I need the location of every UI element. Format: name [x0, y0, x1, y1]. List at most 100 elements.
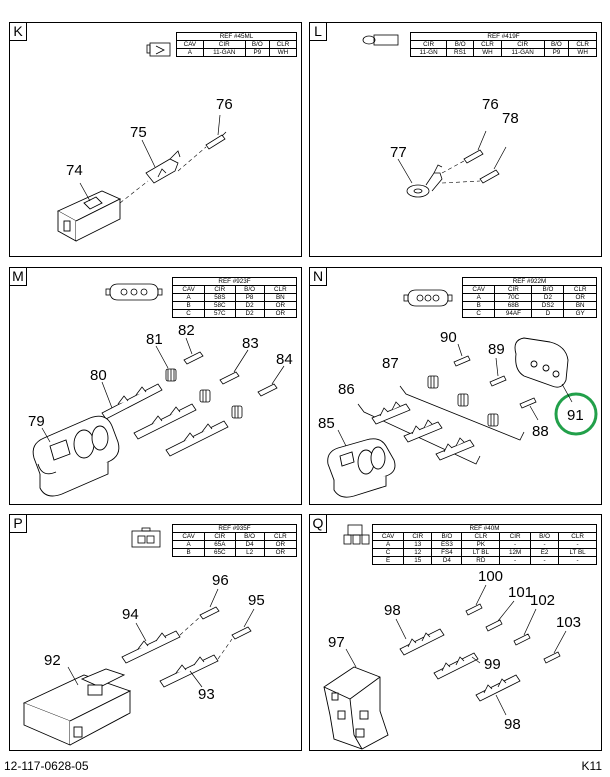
terminal-part — [159, 654, 219, 688]
table-cell: 94AF — [494, 309, 533, 318]
terminal-part — [475, 674, 521, 702]
table-cell: - — [558, 556, 597, 565]
ref-number: REF #40M — [372, 524, 597, 533]
terminal-part — [183, 351, 204, 365]
panel-l: L 76 78 77 REF #419F CIR — [309, 22, 602, 257]
table-cell: D2 — [531, 293, 565, 302]
terminal-part — [121, 630, 181, 664]
callout-label: 96 — [212, 572, 229, 589]
callout-label: 84 — [276, 351, 293, 368]
terminal-part — [463, 149, 484, 164]
wiring-table: REF #922M CAV CIR B/O CLR A 70C D2 OR B … — [461, 277, 597, 318]
table-cell: RS1 — [446, 48, 475, 57]
callout-label: 95 — [248, 592, 265, 609]
table-cell: 58S — [204, 293, 236, 302]
callout-label: 74 — [66, 162, 83, 179]
group-bracket — [399, 385, 525, 441]
panel-letter: M — [10, 268, 27, 286]
table-cell: 11-GAN — [202, 48, 246, 57]
table-cell: WH — [268, 48, 298, 57]
terminal-part — [489, 375, 507, 387]
callout-label: 93 — [198, 686, 215, 703]
callout-label: 77 — [390, 144, 407, 161]
col-header: B/O — [234, 285, 265, 294]
table-cell: 12M — [499, 548, 531, 557]
callout-label: 98 — [384, 602, 401, 619]
callout-label: 89 — [488, 341, 505, 358]
part-number: 12-117-0628-05 — [4, 759, 89, 773]
table-cell: C — [171, 309, 206, 318]
wiring-table: REF #40M CAV CIR B/O CLR CIR B/O CLR A 1… — [371, 524, 597, 565]
col-header: CLR — [558, 532, 597, 541]
wiring-table: REF #923F CAV CIR B/O CLR A 58S P8 BN B … — [171, 277, 298, 318]
table-cell: A — [371, 540, 405, 549]
table-cell: D2 — [234, 301, 265, 310]
table-cell: OR — [263, 548, 298, 557]
col-header: B/O — [431, 532, 463, 541]
table-cell: A — [171, 293, 206, 302]
panel-m: M — [9, 267, 302, 505]
table-cell: 58C — [204, 301, 236, 310]
table-cell: 12 — [403, 548, 433, 557]
table-cell: BN — [563, 301, 597, 310]
callout-label: 86 — [338, 381, 355, 398]
seal-part — [427, 375, 499, 427]
connector-housing — [22, 668, 132, 746]
wiring-table: REF #935F CAV CIR B/O CLR A 65A D4 OR B … — [171, 524, 298, 557]
connector-illustration: 100 101 102 98 103 97 99 98 — [323, 524, 581, 750]
table-cell: LT BL — [558, 548, 597, 557]
callout-label: 79 — [28, 413, 45, 430]
callout-label: 76 — [216, 96, 233, 113]
terminal-part — [433, 652, 479, 680]
connector-seal — [514, 337, 569, 388]
table-cell: P8 — [234, 293, 265, 302]
table-cell: 70C — [494, 293, 533, 302]
connector-face-icon — [105, 283, 163, 301]
page-number: K11 — [581, 759, 602, 773]
col-header: CIR — [204, 285, 236, 294]
ref-number: REF #935F — [172, 524, 297, 533]
col-header: CIR — [494, 285, 533, 294]
col-header: B/O — [234, 532, 265, 541]
col-header: CIR — [403, 532, 433, 541]
terminal-part — [513, 633, 531, 646]
table-cell: PK — [461, 540, 501, 549]
table-row: A 70C D2 OR — [461, 293, 597, 302]
table-cell: P9 — [244, 48, 270, 57]
connector-housing — [327, 438, 396, 498]
table-cell: 65A — [204, 540, 236, 549]
terminal-part — [231, 626, 252, 640]
terminal-part — [219, 371, 240, 385]
col-header: CIR — [409, 40, 448, 49]
col-header: CAV — [171, 285, 206, 294]
callout-label: 75 — [130, 124, 147, 141]
callout-label: 102 — [530, 592, 555, 609]
connector-housing — [32, 415, 120, 497]
col-header: CAV — [371, 532, 405, 541]
terminal-part — [519, 397, 537, 409]
connector-illustration: 96 95 94 92 93 — [22, 527, 265, 746]
col-header: CIR — [202, 40, 246, 49]
terminal-part — [145, 150, 181, 184]
table-cell: B — [171, 301, 206, 310]
terminal-part — [399, 628, 445, 656]
connector-illustration: 76 75 74 — [57, 42, 233, 242]
table-row: A 58S P8 BN — [171, 293, 298, 302]
table-cell: A — [171, 540, 206, 549]
table-cell: C — [371, 548, 405, 557]
col-header: B/O — [446, 40, 475, 49]
table-row: C 94AF D GY — [461, 309, 597, 318]
panel-letter: L — [310, 23, 327, 41]
col-header: CAV — [461, 285, 496, 294]
col-header: B/O — [244, 40, 270, 49]
seal-part — [199, 389, 211, 403]
terminal-part — [199, 606, 220, 620]
table-row: C 12 FS4 LT BL 12M E2 LT BL — [371, 548, 597, 557]
callout-label: 100 — [478, 568, 503, 585]
panel-letter: P — [10, 515, 27, 533]
table-cell: RD — [461, 556, 501, 565]
connector-housing — [57, 190, 122, 242]
table-row: A 11-GAN P9 WH — [176, 48, 298, 57]
ref-number: REF #419F — [410, 32, 597, 41]
callout-label: 98 — [504, 716, 521, 733]
